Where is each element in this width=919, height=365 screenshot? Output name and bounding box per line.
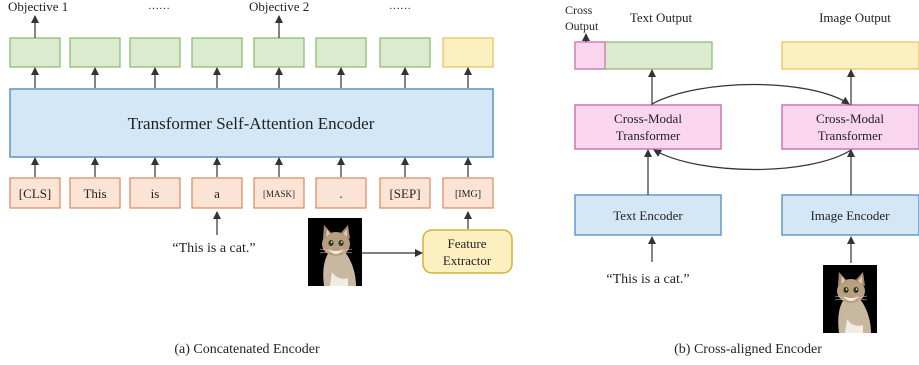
output-box (253, 37, 305, 68)
cat-image-icon (308, 218, 362, 286)
feature-extractor-line1: Feature (448, 236, 487, 251)
cross-output-label-line2: Output (565, 19, 599, 33)
output-box (315, 37, 367, 68)
output-box (69, 37, 121, 68)
feature-extractor-box (422, 229, 513, 274)
token-cls: [CLS] (19, 186, 52, 201)
objective-ellipsis-1: …… (148, 0, 170, 12)
input-tokens: [CLS] This is a [MASK] . [SEP] [IMG] (9, 177, 494, 209)
output-box (379, 37, 431, 68)
token-box (129, 177, 181, 209)
panel-a: Objective 1 …… Objective 2 …… (8, 0, 513, 357)
cm-text-line2: Transformer (616, 128, 681, 143)
token-box (9, 177, 61, 209)
caption-b: (b) Cross-aligned Encoder (674, 342, 822, 357)
token-is: is (151, 186, 160, 201)
objective-1-label: Objective 1 (8, 0, 68, 14)
token-this: This (83, 186, 106, 201)
token-box (379, 177, 431, 209)
arrow-cross-bottom (653, 149, 852, 171)
output-box (191, 37, 243, 68)
image-encoder-box (781, 194, 919, 236)
transformer-encoder-box (9, 88, 494, 158)
token-box (191, 177, 243, 209)
image-output-box (781, 41, 919, 70)
arrow-cross-top (651, 83, 850, 105)
token-box (69, 177, 121, 209)
image-output-label: Image Output (819, 10, 891, 25)
encoder-output-arrows (31, 67, 472, 88)
cm-image-line2: Transformer (818, 128, 883, 143)
output-box (9, 37, 61, 68)
caption-a: (a) Concatenated Encoder (174, 342, 320, 357)
token-img: [IMG] (455, 189, 481, 200)
output-boxes (9, 37, 494, 68)
objective-ellipsis-2: …… (389, 0, 411, 12)
text-input-b: “This is a cat.” (606, 272, 689, 287)
cross-modal-transformer-image (781, 104, 919, 150)
token-box (442, 177, 494, 209)
feature-extractor-line2: Extractor (443, 253, 492, 268)
text-output-label: Text Output (630, 10, 693, 25)
text-input-a: “This is a cat.” (172, 241, 255, 256)
token-a: a (214, 186, 220, 201)
cm-text-line1: Cross-Modal (614, 111, 682, 126)
token-box (253, 177, 305, 209)
cat-image-icon-b (822, 265, 878, 333)
token-period: . (339, 186, 342, 201)
transformer-encoder-label: Transformer Self-Attention Encoder (128, 114, 375, 133)
text-encoder-label: Text Encoder (613, 208, 683, 223)
token-sep: [SEP] (389, 186, 420, 201)
token-encoder-arrows (31, 157, 472, 177)
text-encoder-box (574, 194, 722, 236)
image-encoder-label: Image Encoder (810, 208, 890, 223)
token-box (315, 177, 367, 209)
image-output-box (442, 37, 494, 68)
panel-b: Cross Output Text Output Image Output Cr… (565, 3, 919, 357)
cm-image-line1: Cross-Modal (816, 111, 884, 126)
token-mask: [MASK] (263, 189, 295, 199)
objective-2-label: Objective 2 (249, 0, 309, 14)
cross-output-label-line1: Cross (565, 3, 593, 17)
output-box (129, 37, 181, 68)
cross-output-box (574, 41, 606, 70)
